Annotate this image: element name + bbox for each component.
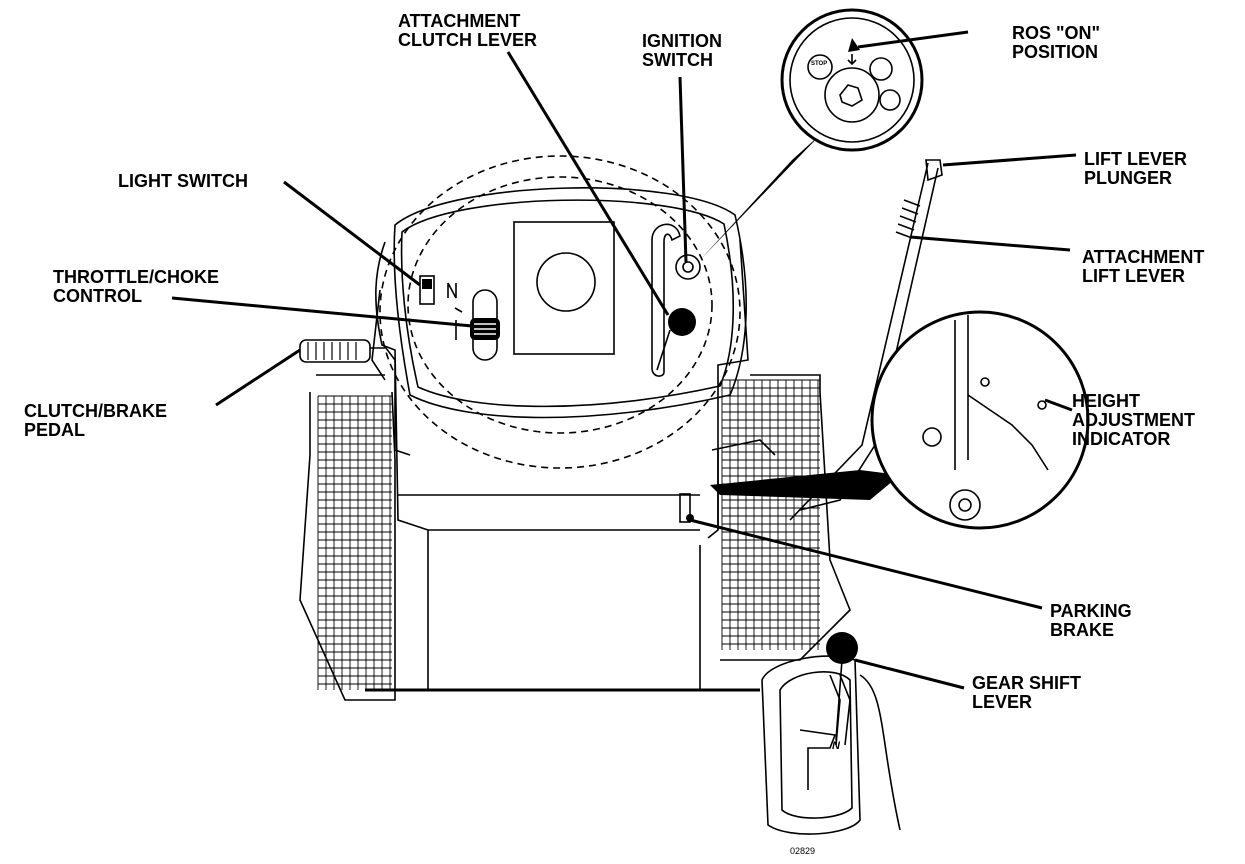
attachment-clutch-graphic	[651, 223, 696, 377]
throttle-control-graphic	[454, 289, 500, 361]
label-gear-shift-lever: GEAR SHIFT LEVER	[972, 673, 1082, 712]
ignition-zoom	[700, 8, 924, 260]
label-ignition-switch: IGNITION SWITCH	[642, 31, 722, 70]
attachment-lift-lever-graphic	[710, 159, 943, 521]
right-floor-mat	[720, 374, 851, 661]
dash-panel	[393, 187, 747, 419]
height-indicator-zoom	[870, 310, 1090, 530]
ignition-stop-mark: STOP	[811, 61, 828, 67]
steering-wheel-outline	[379, 155, 741, 469]
ignition-switch-small	[675, 254, 701, 280]
label-lift-lever-plunger: LIFT LEVER PLUNGER	[1084, 149, 1187, 188]
label-clutch-brake-pedal: CLUTCH/BRAKE PEDAL	[24, 401, 167, 440]
left-floor-mat	[299, 374, 396, 701]
leader-lines	[171, 30, 1077, 690]
label-attachment-lift-lever: ATTACHMENT LIFT LEVER	[1082, 247, 1205, 286]
light-switch-graphic	[419, 275, 457, 305]
label-light-switch: LIGHT SWITCH	[118, 171, 248, 191]
gear-shift-graphic	[761, 632, 901, 835]
label-ros-on-position: ROS "ON" POSITION	[1012, 23, 1101, 62]
label-attachment-clutch-lever: ATTACHMENT CLUTCH LEVER	[398, 11, 537, 50]
label-height-adjustment-indicator: HEIGHT ADJUSTMENT INDICATOR	[1072, 391, 1196, 449]
fender-body	[365, 239, 776, 692]
label-parking-brake: PARKING BRAKE	[1050, 601, 1132, 640]
parking-brake-graphic	[679, 493, 694, 523]
gear-neutral-mark: N	[832, 740, 840, 752]
figure-number: 02829	[790, 846, 816, 856]
label-throttle-choke-control: THROTTLE/CHOKE CONTROL	[53, 267, 219, 306]
